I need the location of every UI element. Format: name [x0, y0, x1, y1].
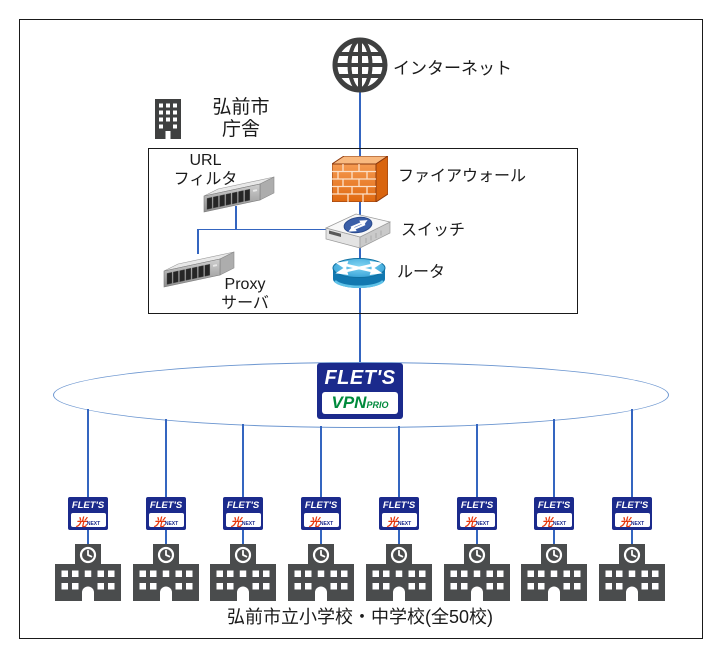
flets-hikari-next-logo: FLET'S 光NEXT — [146, 497, 186, 530]
flets-wordmark: FLET'S — [149, 499, 183, 511]
school-branch: FLET'S 光NEXT — [55, 0, 121, 656]
school-building-icon — [55, 544, 121, 601]
office-building-icon — [155, 99, 181, 139]
hikari-next-wordmark: 光NEXT — [70, 512, 106, 529]
firewall-label: ファイアウォール — [398, 168, 527, 185]
hikari-next-wordmark: 光NEXT — [459, 512, 495, 529]
hikari-next-wordmark: 光NEXT — [225, 512, 261, 529]
flets-wordmark: FLET'S — [382, 499, 416, 511]
flets-hikari-next-logo: FLET'S 光NEXT — [68, 497, 108, 530]
flets-hikari-next-logo: FLET'S 光NEXT — [379, 497, 419, 530]
internet-label: インターネット — [393, 59, 512, 78]
urlfilter-connector — [235, 206, 237, 230]
city-hall-label: 弘前市 庁舎 — [212, 97, 270, 140]
diagram-border — [19, 19, 703, 639]
school-branch: FLET'S 光NEXT — [444, 0, 510, 656]
switch-icon — [324, 213, 392, 249]
flets-hikari-next-logo: FLET'S 光NEXT — [301, 497, 341, 530]
city-hall-equipment-box — [148, 148, 578, 314]
flets-hikari-next-logo: FLET'S 光NEXT — [223, 497, 263, 530]
school-branch: FLET'S 光NEXT — [599, 0, 665, 656]
access-line — [476, 424, 478, 546]
school-branch: FLET'S 光NEXT — [366, 0, 432, 656]
flets-wordmark: FLET'S — [226, 499, 260, 511]
school-building-icon — [366, 544, 432, 601]
access-line — [87, 409, 89, 546]
flets-wordmark: FLET'S — [537, 499, 571, 511]
schools-caption: 弘前市立小学校・中学校(全50校) — [226, 607, 493, 627]
school-building-icon — [133, 544, 199, 601]
access-line — [398, 426, 400, 546]
flets-hikari-next-logo: FLET'S 光NEXT — [612, 497, 652, 530]
flets-wordmark: FLET'S — [615, 499, 649, 511]
access-line — [631, 409, 633, 546]
access-line — [320, 426, 322, 546]
flets-wordmark: FLET'S — [304, 499, 338, 511]
vpn-prio-wordmark: VPNPRIO — [322, 392, 398, 414]
access-line — [165, 419, 167, 546]
router-label: ルータ — [397, 264, 446, 281]
access-line — [242, 424, 244, 546]
hikari-next-wordmark: 光NEXT — [614, 512, 650, 529]
school-building-icon — [599, 544, 665, 601]
school-building-icon — [521, 544, 587, 601]
hikari-next-wordmark: 光NEXT — [536, 512, 572, 529]
flets-hikari-next-logo: FLET'S 光NEXT — [534, 497, 574, 530]
proxy-server-label: Proxy サーバ — [221, 276, 269, 312]
flets-vpn-prio-logo: FLET'S VPNPRIO — [317, 363, 403, 419]
flets-wordmark: FLET'S — [71, 499, 105, 511]
school-building-icon — [444, 544, 510, 601]
hikari-next-wordmark: 光NEXT — [303, 512, 339, 529]
proxy-connector — [197, 228, 199, 254]
school-branch: FLET'S 光NEXT — [521, 0, 587, 656]
school-branch: FLET'S 光NEXT — [288, 0, 354, 656]
wan-cloud-ellipse — [53, 362, 669, 428]
globe-icon — [332, 37, 388, 93]
access-line — [553, 419, 555, 546]
school-branch: FLET'S 光NEXT — [133, 0, 199, 656]
router-icon — [332, 258, 386, 289]
lan-connector — [197, 228, 331, 230]
school-building-icon — [210, 544, 276, 601]
hikari-next-wordmark: 光NEXT — [148, 512, 184, 529]
firewall-icon — [332, 156, 388, 202]
flets-hikari-next-logo: FLET'S 光NEXT — [457, 497, 497, 530]
flets-wordmark: FLET'S — [324, 367, 396, 389]
flets-wordmark: FLET'S — [460, 499, 494, 511]
switch-label: スイッチ — [401, 222, 466, 239]
url-filter-label: URL フィルタ — [173, 152, 238, 188]
hikari-next-wordmark: 光NEXT — [381, 512, 417, 529]
school-branch: FLET'S 光NEXT — [210, 0, 276, 656]
school-building-icon — [288, 544, 354, 601]
